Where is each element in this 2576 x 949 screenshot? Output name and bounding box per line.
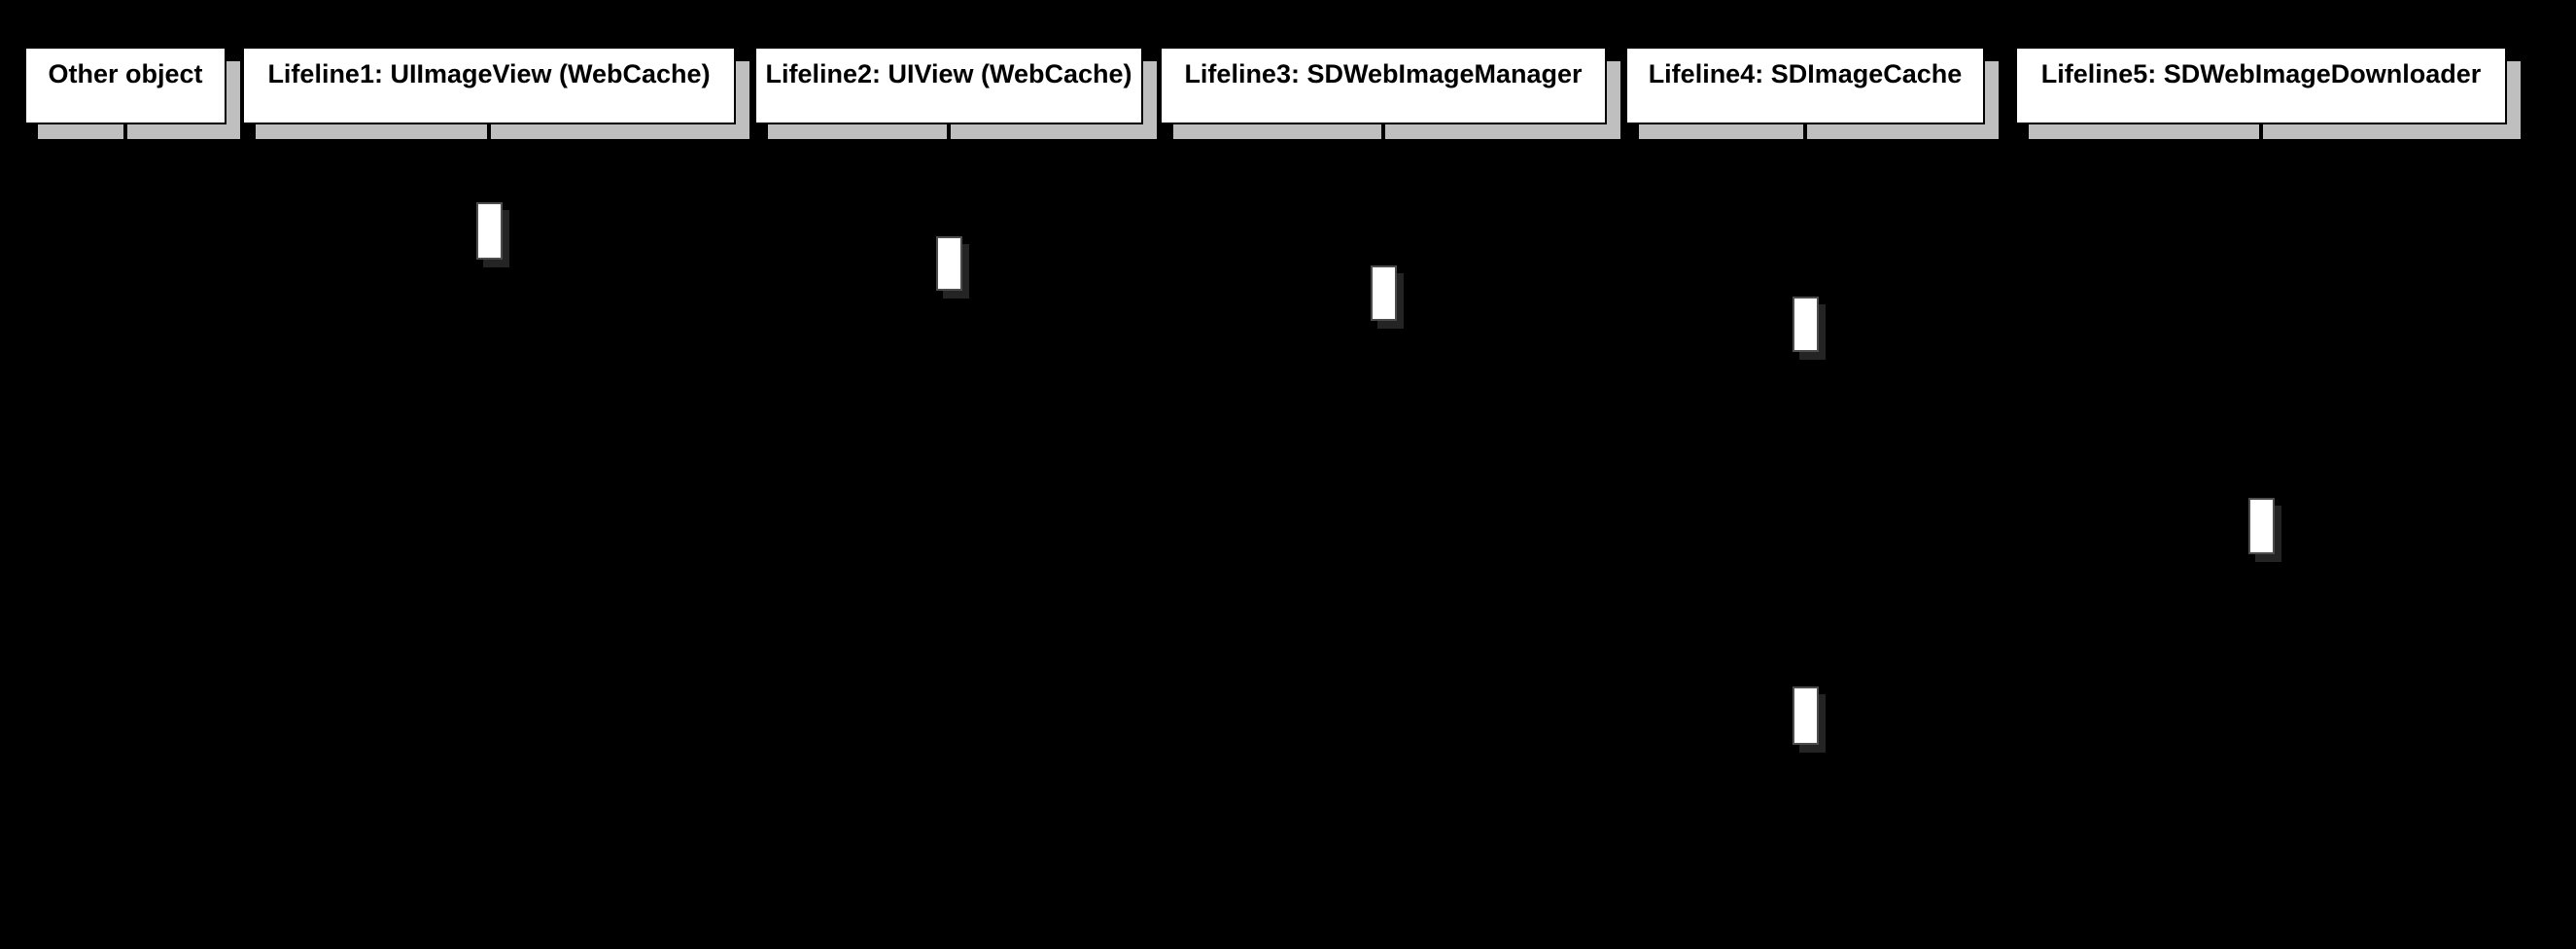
activation-bar xyxy=(1793,686,1819,745)
lifeline-dash xyxy=(1803,124,1807,139)
activation-bar xyxy=(1371,265,1397,321)
lifeline-dash xyxy=(487,124,491,139)
lifeline-header-box: Lifeline2: UIView (WebCache) xyxy=(754,47,1143,124)
lifeline-dash xyxy=(123,124,127,139)
lifeline-header-label: Lifeline4: SDImageCache xyxy=(1648,59,1963,88)
lifeline-dash xyxy=(2259,124,2263,139)
lifeline-header-box: Lifeline3: SDWebImageManager xyxy=(1160,47,1607,124)
lifeline-header-box: Other object xyxy=(24,47,226,124)
lifeline-header-box: Lifeline4: SDImageCache xyxy=(1625,47,1985,124)
lifeline-header-label: Lifeline3: SDWebImageManager xyxy=(1184,59,1583,88)
activation-bar xyxy=(936,236,962,291)
activation-bar xyxy=(476,202,503,260)
lifeline-header-label: Lifeline5: SDWebImageDownloader xyxy=(2040,59,2482,88)
lifeline-header-label: Lifeline2: UIView (WebCache) xyxy=(765,59,1132,88)
lifeline-header-box: Lifeline5: SDWebImageDownloader xyxy=(2015,47,2507,124)
lifeline-header-label: Lifeline1: UIImageView (WebCache) xyxy=(267,59,711,88)
activation-bar xyxy=(2248,498,2275,554)
lifeline-header-box: Lifeline1: UIImageView (WebCache) xyxy=(242,47,736,124)
activation-bar xyxy=(1793,297,1819,352)
lifeline-dash xyxy=(947,124,951,139)
lifeline-header-label: Other object xyxy=(48,59,203,88)
lifeline-dash xyxy=(1381,124,1385,139)
